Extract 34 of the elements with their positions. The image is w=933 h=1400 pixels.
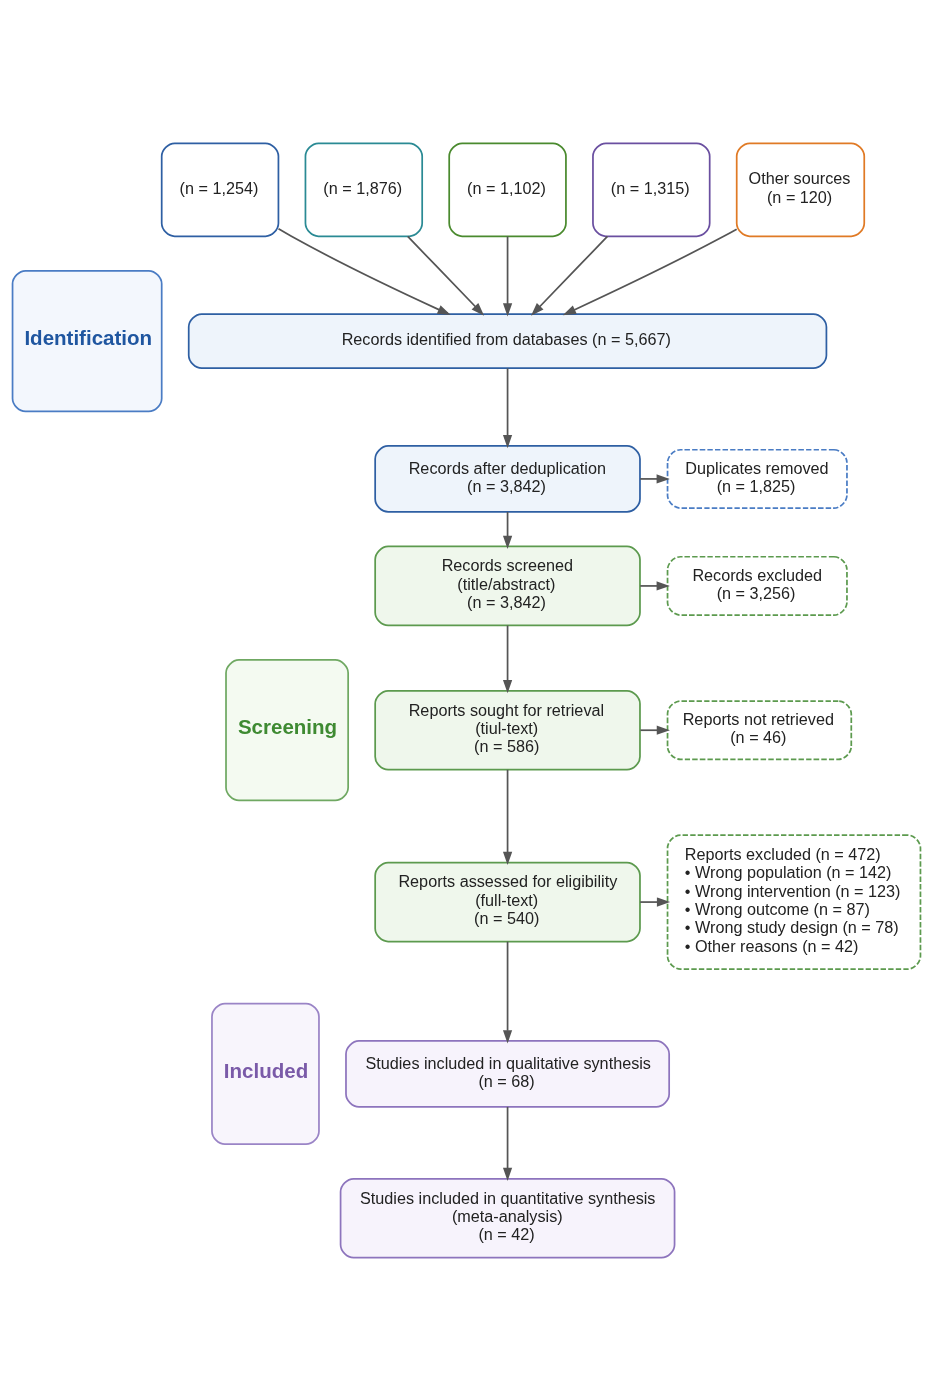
node-box: (n = 1,102) [448,141,567,237]
node-box: (n = 1,315) [592,141,711,237]
node-box: Studies included in qualitative synthesis (n = 68) [345,1039,671,1108]
node-box: Duplicates removed (n = 1,825) [666,448,848,509]
node-box: (n = 1,254) [160,141,280,237]
arrow [502,940,513,1043]
node-box: Identification [11,269,163,412]
arrow [502,235,513,316]
node-box: Records excluded (n = 3,256) [666,555,848,616]
arrow [562,227,738,315]
arrow [502,768,513,865]
node-box: Records screened (title/abstract) (n = 3,842) [374,545,641,626]
arrow [502,510,513,549]
arrow [502,1105,513,1181]
arrow [406,235,485,316]
arrow [639,580,670,591]
node-box: Records after deduplication (n = 3,842) [374,444,641,513]
node-box: Reports excluded (n = 472) • Wrong population (n = 142) • Wrong intervention (n = 123) • Wrong outcome (n = 87) • Wrong study design (n = 78) • Other reasons (n = 42) [666,833,922,970]
node-box: Records identified from databases (n = 5,667) [187,312,828,369]
arrow [277,227,451,315]
node-box: Reports not retrieved (n = 46) [666,699,853,760]
node-box: Other sources (n = 120) [735,141,866,237]
arrow [502,367,513,448]
arrow [639,896,671,907]
node-box: Screening [225,658,349,801]
node-box: Reports assessed for eligibility (full-text) (n = 540) [374,861,641,942]
node-box: (n = 1,876) [304,141,424,237]
arrow [531,235,609,316]
node-box: Included [211,1002,320,1145]
arrow [639,473,670,484]
node-box: Studies included in quantitative synthesis (meta-analysis) (n = 42) [339,1177,676,1259]
arrow [639,725,670,735]
node-box: Reports sought for retrieval (tiul-text) (n = 586) [374,689,641,771]
arrow [502,624,513,693]
